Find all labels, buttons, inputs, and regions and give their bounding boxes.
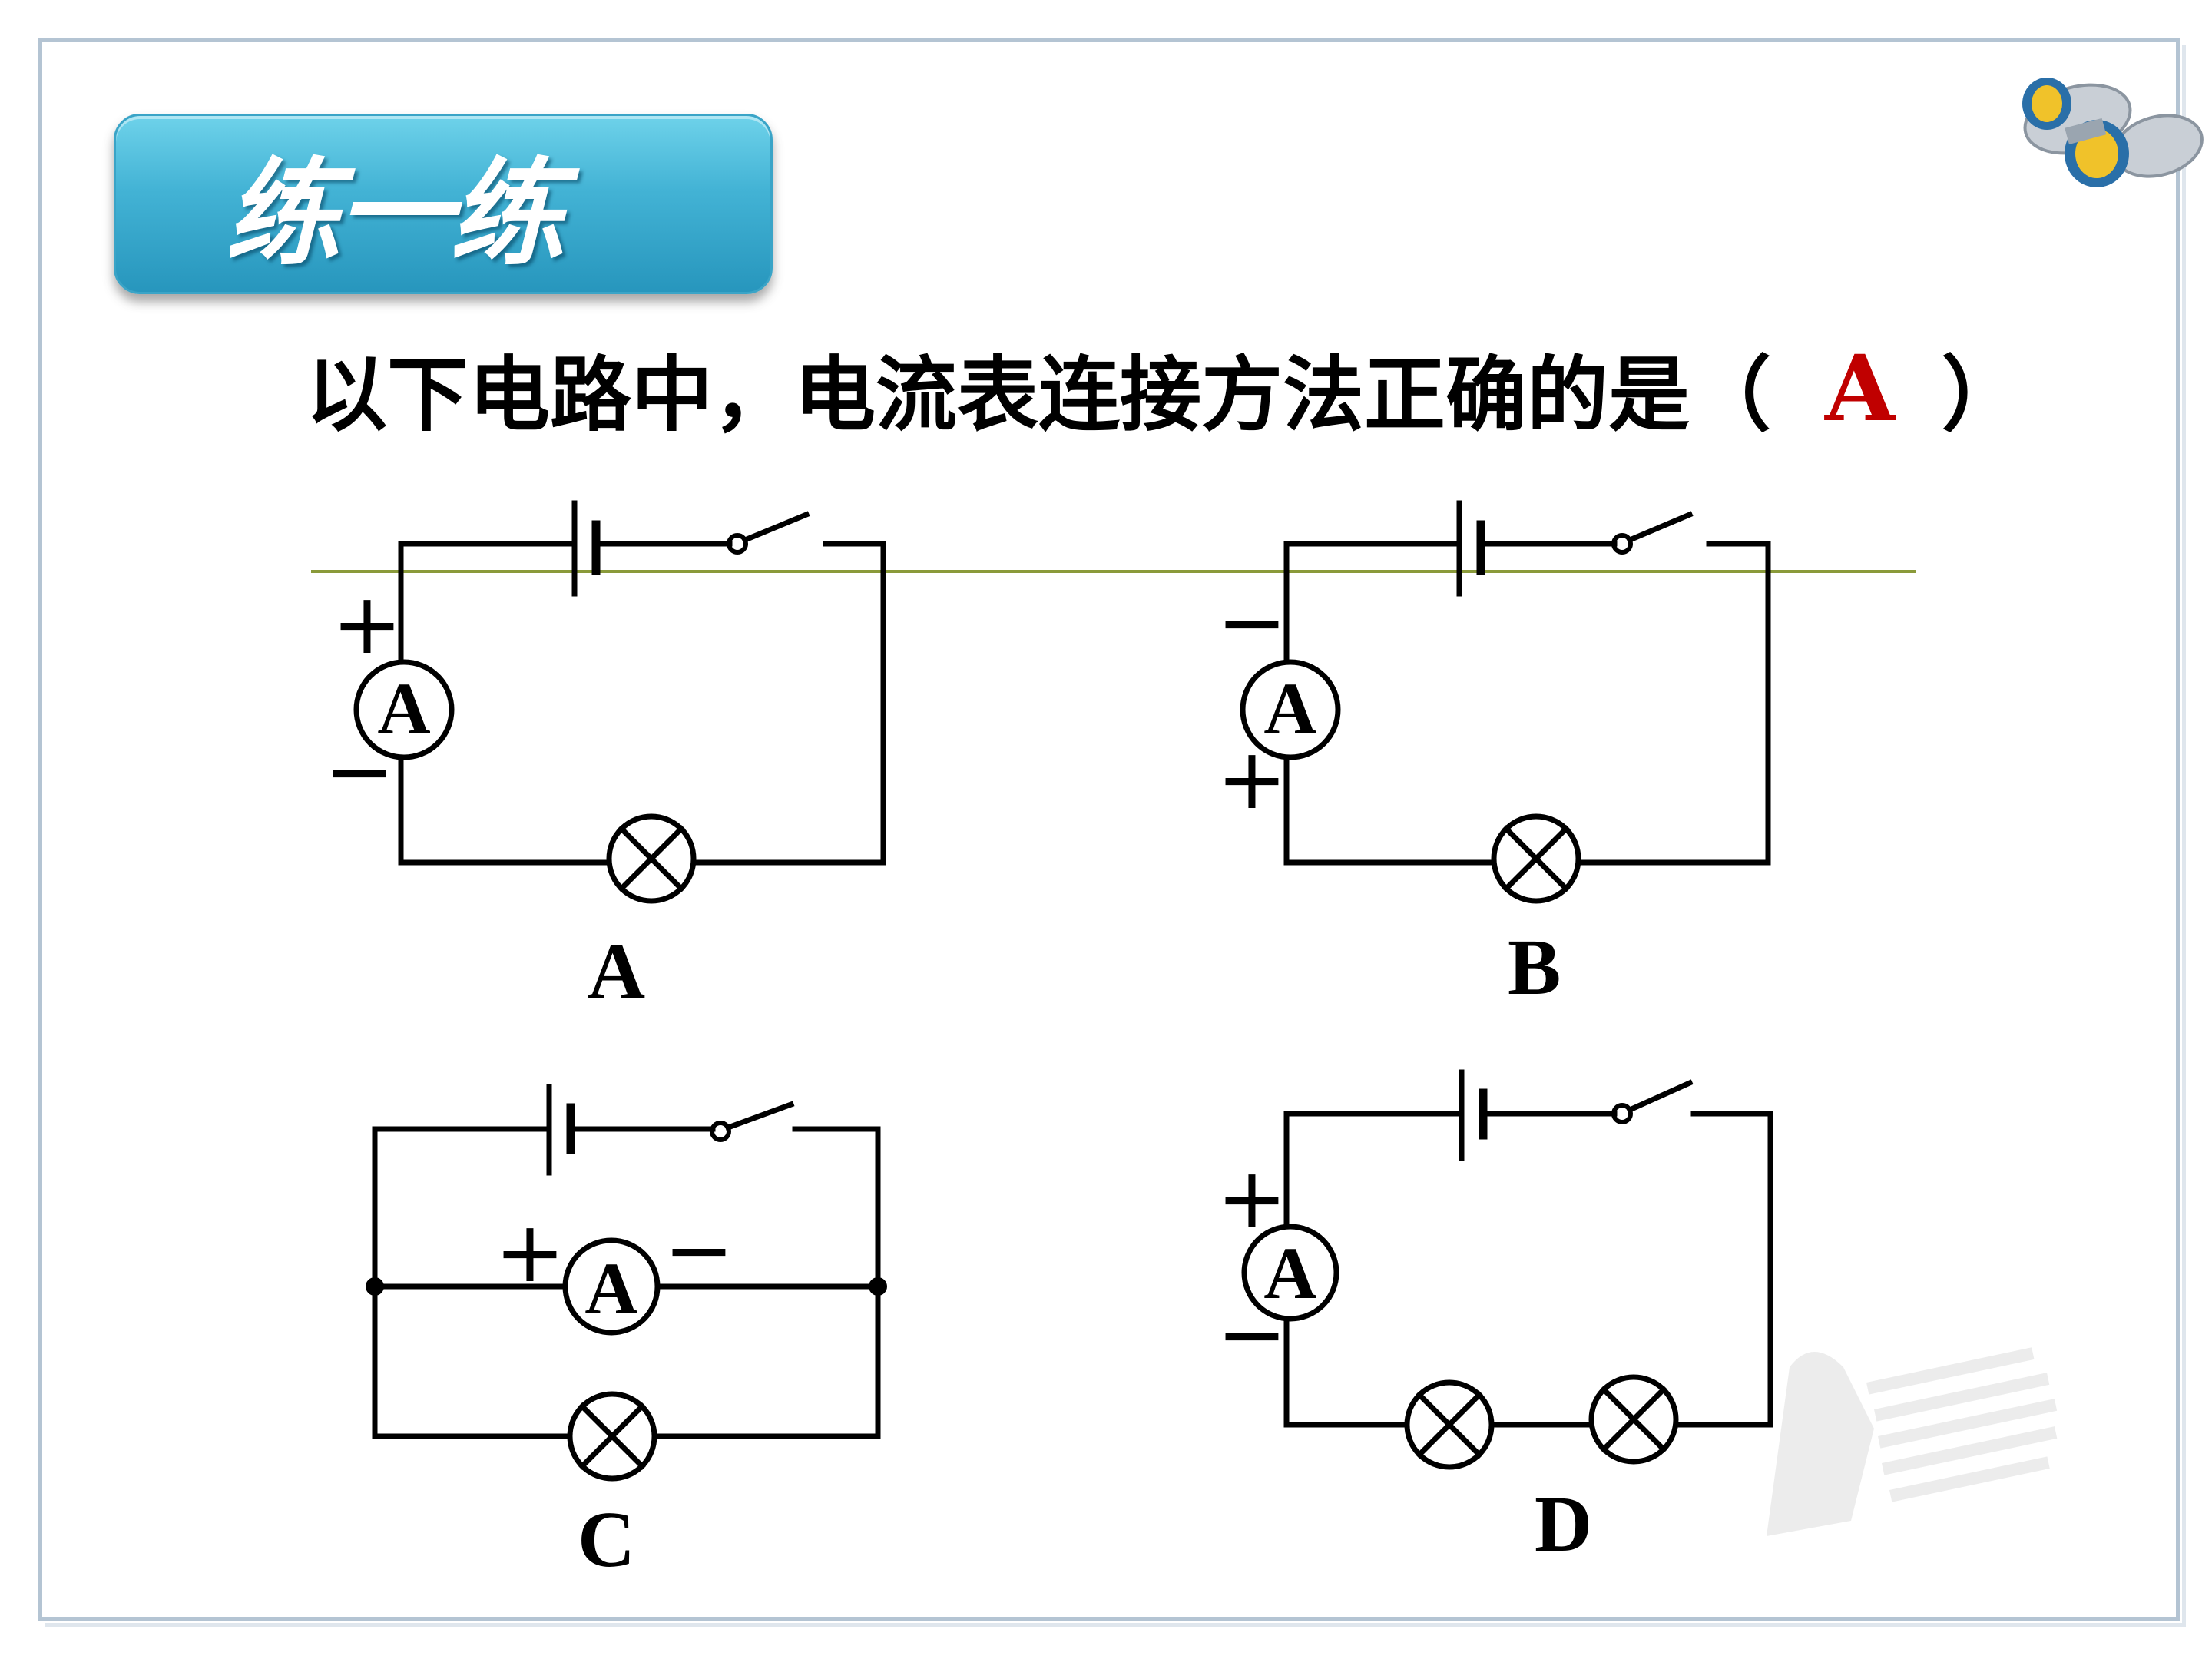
- question: 以下电路中，电流表连接方法正确的是（ A ）: [306, 323, 2023, 453]
- circuit-c: [366, 1084, 887, 1482]
- frame-shadow: [45, 45, 2186, 1627]
- minus-sign: −: [664, 1200, 734, 1299]
- plus-sign: +: [1217, 1149, 1287, 1247]
- plus-sign: +: [495, 1203, 565, 1301]
- question-close: ）: [1941, 348, 2023, 442]
- ammeter: [353, 659, 455, 760]
- circuit-b: [1240, 500, 1771, 904]
- answer-text: A: [1825, 334, 1896, 442]
- slide-frame: [38, 38, 2180, 1621]
- option-label-d: D: [1535, 1480, 1593, 1568]
- ammeter-symbol: A: [377, 667, 430, 750]
- lamp: [606, 813, 697, 904]
- circuit-a: [353, 500, 886, 904]
- circuit-d: [1241, 1069, 1773, 1470]
- switch-blade: [741, 511, 810, 544]
- plus-sign: +: [332, 575, 402, 673]
- junction-dot: [366, 1277, 384, 1296]
- minus-sign: −: [1217, 573, 1287, 671]
- ammeter-symbol: A: [1263, 667, 1316, 750]
- slide-title: 练一练: [224, 147, 565, 281]
- option-label-b: B: [1508, 923, 1561, 1012]
- option-label-c: C: [578, 1495, 636, 1584]
- question-text: 以下电路中，电流表连接方法正确的是（: [306, 348, 1771, 442]
- option-label-a: A: [588, 927, 646, 1015]
- ammeter-symbol: A: [584, 1247, 637, 1330]
- plus-sign: +: [1217, 730, 1287, 828]
- switch-pivot: [727, 533, 748, 555]
- minus-sign: −: [1217, 1285, 1287, 1383]
- title-box: 练一练: [114, 114, 773, 294]
- junction-dot: [869, 1277, 887, 1296]
- ammeter-symbol: A: [1263, 1232, 1316, 1314]
- minus-sign: −: [324, 722, 395, 820]
